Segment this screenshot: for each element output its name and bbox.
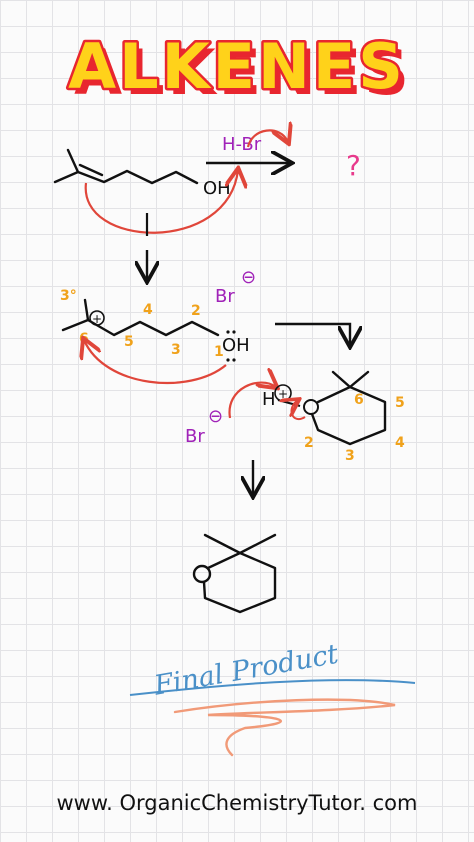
ring-number-6: 6 [354, 392, 364, 408]
chain-number-3: 3 [171, 342, 181, 358]
plus-charge-circle [89, 310, 105, 326]
bent-arrow [275, 322, 350, 345]
chain-number-4: 4 [143, 302, 153, 318]
question-mark: ? [346, 149, 361, 182]
cation-chain [86, 318, 220, 337]
final-oxygen [192, 564, 212, 584]
deprotonation-arrow [228, 383, 276, 419]
double-bond-line [78, 163, 104, 177]
ring-number-4: 4 [395, 435, 405, 451]
bromide-ion-top: Br [215, 286, 235, 307]
gem-dimethyl-bonds [53, 148, 80, 184]
ring-number-2: 2 [304, 435, 314, 451]
chain-number-5: 5 [124, 334, 134, 350]
final-product [202, 533, 277, 614]
alkene-attack-arrow [84, 170, 238, 234]
ring-number-3: 3 [345, 448, 355, 464]
title-group: ALKENES ALKENES [66, 28, 412, 110]
final-label-underline [129, 679, 416, 696]
hydroxyl-label: OH [203, 178, 231, 199]
ring-closure-arrow [84, 340, 227, 384]
page-title: ALKENES [68, 30, 406, 103]
tertiary-label: 3° [60, 288, 77, 304]
bromide-ion-bottom: Br [185, 426, 205, 447]
electron-push-arrow [292, 400, 306, 420]
carbon-chain [76, 169, 199, 185]
oxonium-ring [310, 370, 387, 446]
chain-number-1: 1 [214, 344, 224, 360]
footer-url: www. OrganicChemistryTutor. com [57, 791, 418, 815]
chain-number-2: 2 [191, 303, 201, 319]
bromide-charge-bottom: ⊖ [208, 406, 223, 427]
oxonium-hydrogen: H [262, 389, 276, 410]
decorative-squiggle [173, 698, 396, 757]
title-shadow: ALKENES [74, 36, 412, 109]
oxonium-charge: + [278, 387, 288, 401]
bromide-charge-top: ⊖ [241, 267, 256, 288]
oxonium-oxygen [303, 399, 319, 415]
hydroxyl-label-2: OH [222, 335, 250, 356]
cation-methyl-bonds [61, 298, 90, 332]
reagent-hbr: H-Br [222, 134, 262, 155]
carbocation-charge: + [92, 312, 102, 326]
starting-material [53, 148, 199, 185]
final-product-label: Final Product [151, 639, 341, 702]
carbocation-intermediate [61, 298, 220, 337]
ring-number-5: 5 [395, 395, 405, 411]
proton-transfer-arrow [246, 130, 288, 147]
